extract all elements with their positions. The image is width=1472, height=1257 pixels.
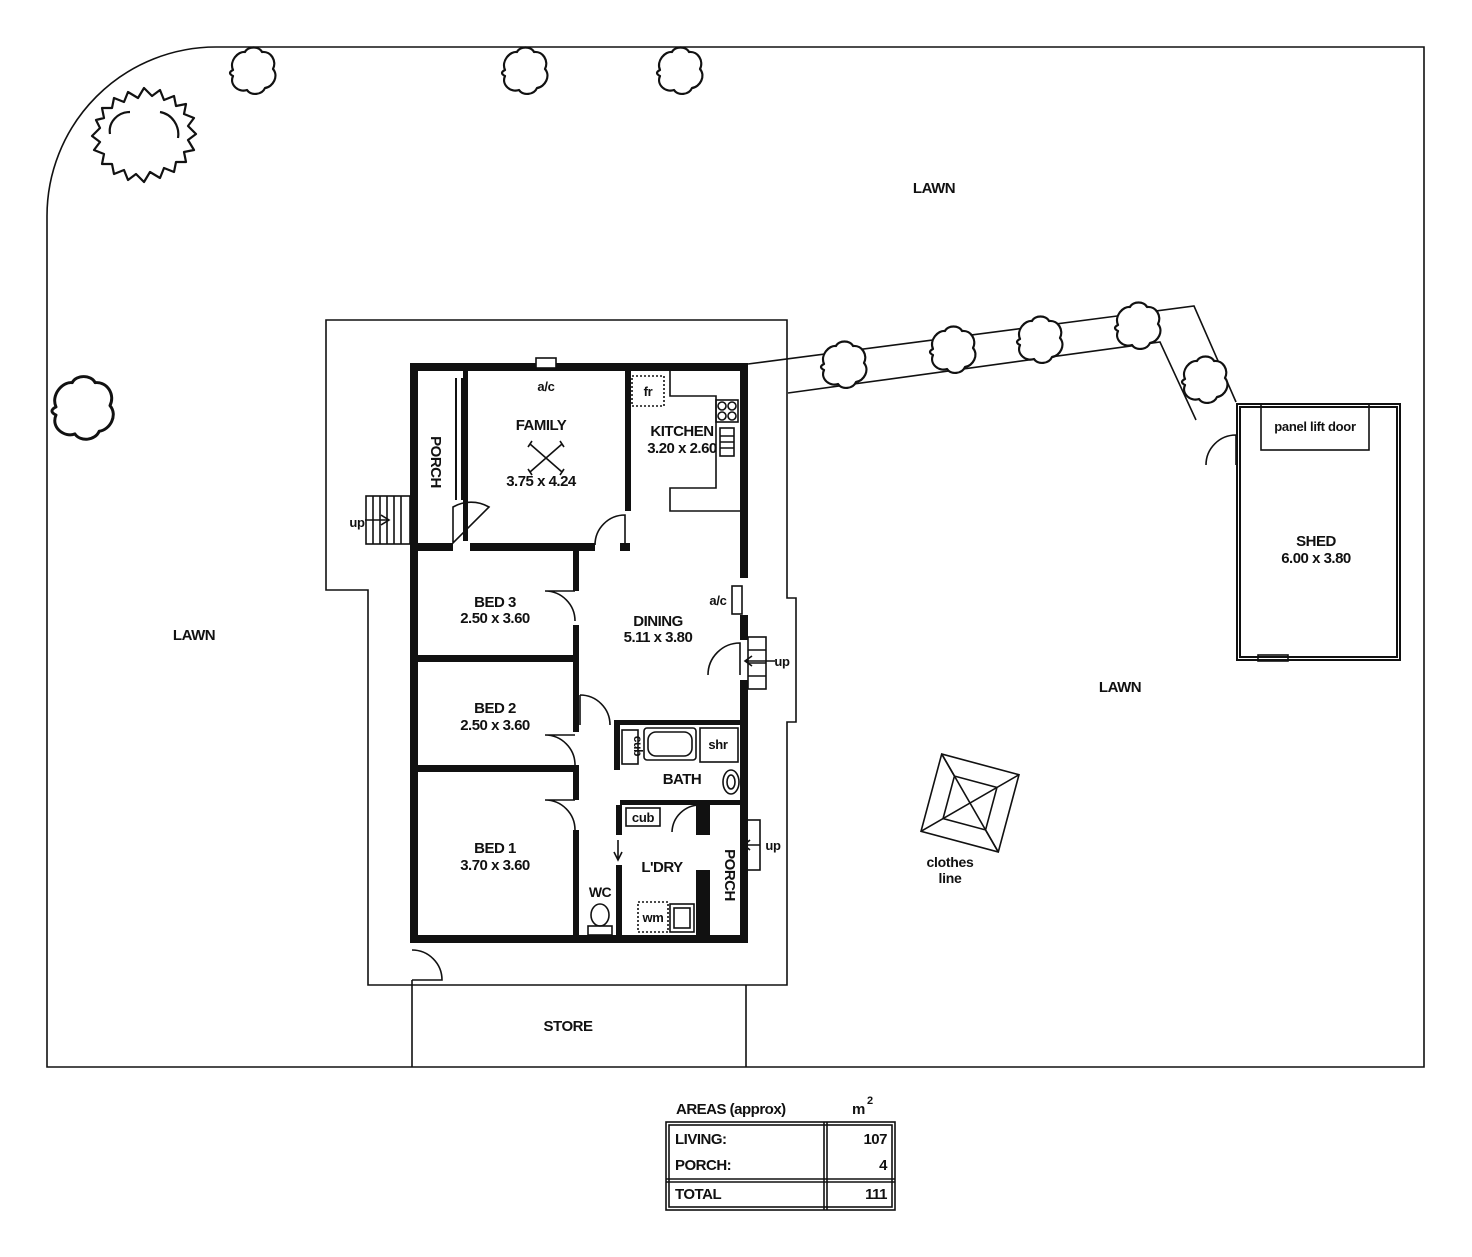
kitchen-room-name: KITCHEN bbox=[650, 423, 713, 440]
site-boundary bbox=[46, 46, 1425, 1068]
front-porch-name: PORCH bbox=[427, 436, 444, 488]
areas-heading: AREAS (approx) bbox=[676, 1101, 786, 1118]
kitchen-room-size: 3.20 x 2.60 bbox=[647, 440, 717, 457]
areas-table: AREAS (approx) m 2 LIVING: 107 PORCH: 4 … bbox=[665, 1095, 896, 1211]
ac-unit-family bbox=[535, 357, 557, 369]
washing-machine-box bbox=[637, 901, 669, 933]
bath-cupboard-label: cub bbox=[631, 736, 645, 756]
cooktop-icon bbox=[715, 399, 739, 423]
windows bbox=[411, 378, 747, 915]
store-outline bbox=[411, 980, 747, 1067]
areas-unit-exp: 2 bbox=[867, 1095, 873, 1107]
shed-outline bbox=[1236, 403, 1401, 662]
tree bbox=[819, 340, 868, 390]
areas-row-label: LIVING: bbox=[675, 1131, 727, 1148]
up-label-front: up bbox=[349, 515, 365, 530]
areas-total-value: 111 bbox=[865, 1186, 887, 1203]
areas-unit: m bbox=[852, 1101, 865, 1118]
laundry-cupboard bbox=[625, 807, 661, 827]
bed3-room-size: 2.50 x 3.60 bbox=[460, 610, 530, 627]
toilet-icon bbox=[587, 903, 613, 936]
tree bbox=[655, 46, 704, 96]
rear-porch-name: PORCH bbox=[721, 849, 738, 901]
store-label: STORE bbox=[544, 1018, 593, 1035]
clothes-line-label-1: clothes bbox=[927, 854, 974, 870]
laundry-tub-icon bbox=[669, 903, 695, 933]
lawn-label-left: LAWN bbox=[173, 627, 215, 644]
tree-large bbox=[90, 86, 198, 184]
hedge-strip bbox=[747, 305, 1237, 421]
tree bbox=[500, 46, 549, 96]
ac-dining-label: a/c bbox=[709, 593, 726, 608]
up-label-porch: up bbox=[765, 838, 781, 853]
bed1-room-name: BED 1 bbox=[474, 840, 516, 857]
dining-steps bbox=[743, 636, 775, 690]
areas-total-label: TOTAL bbox=[675, 1186, 721, 1203]
ac-family-label: a/c bbox=[537, 379, 554, 394]
shower-box bbox=[699, 727, 739, 763]
kitchen-benches bbox=[631, 371, 740, 512]
panel-lift-door-label: panel lift door bbox=[1274, 419, 1356, 434]
shed-name: SHED bbox=[1296, 533, 1336, 550]
fridge-label: fr bbox=[644, 384, 653, 399]
up-label-dining: up bbox=[774, 654, 790, 669]
bath-cupboard bbox=[621, 729, 639, 765]
tree bbox=[1180, 355, 1229, 405]
bath-room-name: BATH bbox=[663, 771, 702, 788]
tree bbox=[928, 325, 977, 375]
tree bbox=[1015, 315, 1064, 365]
family-room-name: FAMILY bbox=[516, 417, 567, 434]
lawn-label-right: LAWN bbox=[1099, 679, 1141, 696]
ceiling-fan-icon bbox=[527, 440, 565, 476]
areas-row-value: 107 bbox=[863, 1131, 887, 1148]
tree bbox=[1113, 301, 1162, 351]
ac-unit-dining bbox=[731, 585, 743, 615]
areas-row-label: PORCH: bbox=[675, 1157, 731, 1174]
shed-size: 6.00 x 3.80 bbox=[1281, 550, 1351, 567]
basin-icon bbox=[722, 769, 740, 795]
dining-room-size: 5.11 x 3.80 bbox=[624, 629, 693, 646]
doors bbox=[411, 434, 1237, 981]
bed2-room-name: BED 2 bbox=[474, 700, 516, 717]
dining-room-name: DINING bbox=[633, 613, 683, 630]
laundry-room-name: L'DRY bbox=[641, 859, 683, 876]
washing-machine-label: wm bbox=[641, 910, 663, 925]
sink-icon bbox=[719, 427, 735, 457]
areas-row-value: 4 bbox=[879, 1157, 888, 1174]
rear-steps bbox=[742, 819, 761, 871]
bed2-room-size: 2.50 x 3.60 bbox=[460, 717, 530, 734]
clothes-line-icon bbox=[920, 753, 1020, 853]
bed3-room-name: BED 3 bbox=[474, 594, 516, 611]
bathtub-icon bbox=[643, 727, 697, 761]
bed1-room-size: 3.70 x 3.60 bbox=[460, 857, 530, 874]
clothes-line-label-2: line bbox=[939, 870, 962, 886]
front-steps bbox=[365, 495, 411, 545]
tree bbox=[228, 46, 277, 96]
paving-outline bbox=[325, 319, 797, 986]
tree bbox=[50, 375, 115, 441]
lawn-label-top: LAWN bbox=[913, 180, 955, 197]
wc-arrow bbox=[613, 840, 623, 862]
wc-room-name: WC bbox=[589, 884, 612, 900]
shower-label: shr bbox=[708, 737, 728, 752]
laundry-cupboard-label: cub bbox=[632, 810, 655, 825]
family-room-size: 3.75 x 4.24 bbox=[506, 473, 577, 490]
